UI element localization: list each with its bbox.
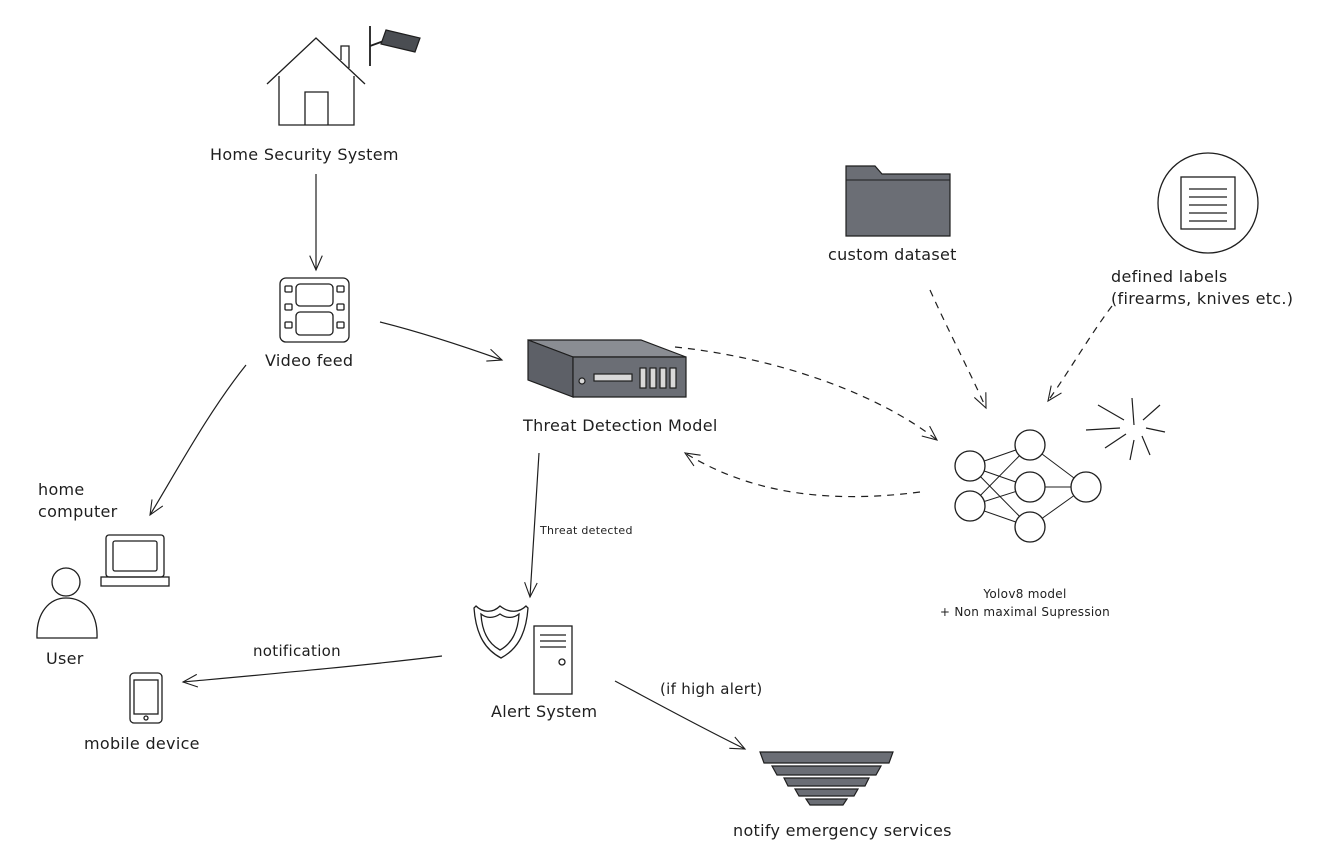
folder-icon [845, 165, 951, 237]
arrow-yolo-to-model [683, 452, 921, 498]
yolo-model-label: Yolov8 model + Non maximal Supression [900, 585, 1150, 621]
high-alert-edge-label: (if high alert) [660, 680, 763, 698]
computer-icon [100, 534, 170, 587]
arrow-model-to-yolo [674, 346, 939, 441]
yolo-line1: Yolov8 model [983, 587, 1067, 601]
arrow-alert-to-mobile [181, 655, 443, 688]
alert-system-label: Alert System [491, 702, 598, 721]
defined-labels-line1: defined labels [1111, 267, 1228, 286]
custom-dataset-label: custom dataset [828, 245, 957, 264]
server-tower-icon [533, 625, 573, 695]
spark-icon [1085, 397, 1166, 461]
threat-detection-model-label: Threat Detection Model [523, 416, 718, 435]
home-computer-label: home computer [38, 479, 158, 523]
arrow-alert-to-emergency [614, 680, 747, 750]
house-icon [266, 37, 366, 126]
defined-labels-label: defined labels (firearms, knives etc.) [1111, 266, 1335, 310]
notification-edge-label: notification [253, 642, 341, 660]
arrow-video-to-model [379, 321, 504, 362]
mobile-phone-icon [129, 672, 163, 724]
arrow-model-to-alert [524, 452, 540, 599]
arrow-video-to-computer [149, 364, 247, 517]
video-feed-label: Video feed [265, 351, 354, 370]
home-computer-line2: computer [38, 502, 118, 521]
neural-network-icon [954, 429, 1102, 543]
threat-detected-edge-label: Threat detected [540, 524, 633, 537]
arrow-dataset-to-yolo [929, 289, 987, 410]
shield-icon [473, 605, 529, 659]
defined-labels-line2: (firearms, knives etc.) [1111, 289, 1294, 308]
server-icon [527, 339, 687, 398]
user-label: User [46, 649, 84, 668]
emergency-services-label: notify emergency services [733, 821, 952, 840]
connectors [149, 174, 1113, 750]
film-icon [279, 277, 350, 343]
security-camera-icon [369, 26, 421, 66]
arrow-labels-to-yolo [1047, 305, 1113, 403]
document-icon [1157, 152, 1259, 254]
user-icon [36, 567, 98, 639]
home-computer-line1: home [38, 480, 85, 499]
yolo-line2: + Non maximal Supression [939, 605, 1111, 619]
siren-wave-icon [759, 751, 894, 806]
home-security-system-label: Home Security System [210, 145, 399, 164]
mobile-device-label: mobile device [84, 734, 200, 753]
